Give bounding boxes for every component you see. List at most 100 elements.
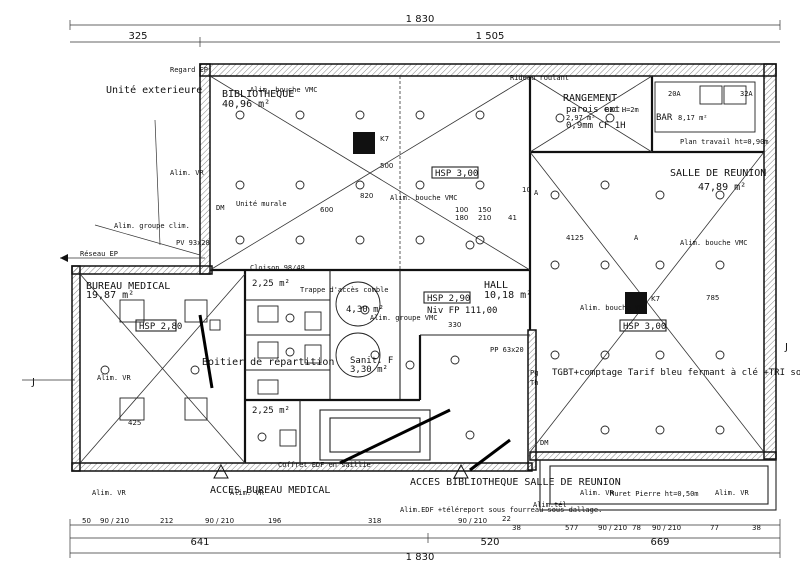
dim-seg-3: 90 / 210 — [205, 517, 234, 525]
dim-top-right: 1 505 — [476, 31, 505, 42]
access-biblio-label: ACCES BIBLIOTHEQUE SALLE DE REUNION — [410, 477, 621, 488]
dim-seg-11: 78 — [632, 524, 641, 532]
room-sanit-f-name: Sanit. F — [350, 356, 393, 366]
room-hall-area: 10,18 m² — [484, 290, 532, 301]
room-bureau-area: 19,87 m² — [86, 290, 134, 301]
svg-text:K7: K7 — [380, 135, 389, 143]
room-reunion-area: 47,89 m² — [698, 182, 746, 193]
internal-dim-11: 10 — [522, 186, 531, 194]
internal-dim-12: 41 — [508, 214, 517, 222]
dim-bottom-total: 1 830 — [406, 552, 435, 563]
dim-seg-4: 196 — [268, 517, 282, 525]
bar-equipment — [654, 81, 756, 133]
dim-seg-9: 577 — [565, 524, 578, 532]
label-alim-tel: Alim.tél — [533, 501, 567, 509]
internal-dim-3: 100 — [455, 206, 468, 214]
label-alim-vmc-1: Alim. bouche VMC — [250, 86, 317, 94]
room-sanit-f-area: 3,30 m² — [350, 365, 388, 375]
dim-top-left: 325 — [128, 31, 147, 42]
dim-bottom-left: 641 — [190, 537, 209, 548]
label-tgbt: TGBT+comptage Tarif bleu fermant à clé +… — [552, 367, 800, 378]
label-th: Th — [530, 379, 538, 387]
dim-seg-13: 77 — [710, 524, 719, 532]
outer-walls — [71, 63, 777, 511]
dim-bottom-middle: 520 — [480, 537, 499, 548]
room-bibliotheque-name: BIBLIOTHEQUE — [222, 89, 294, 100]
bottom-dimensions: 50 90 / 210 212 90 / 210 196 318 90 / 21… — [69, 515, 781, 563]
label-alim-vmc-4: Alim. bouche VMC — [680, 239, 747, 247]
label-alim-vmc-3: Alim. bouche VMC — [580, 304, 647, 312]
label-dm-1: DM — [216, 204, 224, 212]
internal-dim-8: 425 — [128, 419, 141, 427]
label-boitier: Boitier de répartition — [202, 356, 334, 368]
room-rangement-note1: parois ext. — [566, 105, 626, 115]
hsp-hall: HSP 2,90 — [427, 294, 470, 304]
label-pg: Pg — [530, 369, 538, 377]
dim-seg-7: 22 — [502, 515, 511, 523]
room-reunion-name: SALLE DE REUNION — [670, 168, 766, 179]
dim-seg-14: 38 — [752, 524, 761, 532]
label-unite-murale: Unité murale — [236, 200, 287, 208]
hsp-niv: Niv FP 111,00 — [427, 306, 497, 316]
label-rideau: Rideau roulant — [510, 74, 569, 82]
label-a-2: A — [534, 189, 539, 197]
internal-dim-5: 180 — [455, 214, 468, 222]
k7-unit-bibliotheque: K7 — [353, 132, 389, 154]
k7-unit-reunion: K7 — [625, 292, 660, 314]
room-bibliotheque-area: 40,96 m² — [222, 99, 270, 110]
dim-seg-10: 90 / 210 — [598, 524, 627, 532]
dim-seg-1: 90 / 210 — [100, 517, 129, 525]
access-markers — [60, 254, 469, 479]
dim-top-total: 1 830 — [406, 14, 435, 25]
sanitary-fixtures — [119, 281, 381, 447]
label-alim-vr-2: Alim. VR — [97, 374, 132, 382]
label-pp: PP 63x20 — [490, 346, 524, 354]
label-unite-ext: Unité exterieure — [106, 84, 202, 96]
label-breaker-1: 20A — [668, 90, 681, 98]
room-bar-name: BAR — [656, 113, 673, 123]
dim-bottom-right: 669 — [650, 537, 669, 548]
room-wc1-area: 2,25 m² — [252, 279, 290, 289]
room-wc2-area: 2,25 m² — [252, 406, 290, 416]
internal-dim-6: 210 — [478, 214, 491, 222]
room-hall-name: HALL — [484, 280, 508, 291]
room-rangement-area: 2,97 m² — [566, 114, 596, 122]
label-alim-vr-5: Alim. VR — [580, 489, 615, 497]
label-alim-vmc-2: Alim. bouche VMC — [390, 194, 457, 202]
label-muret: Muret Pierre ht=0,50m — [610, 490, 699, 498]
room-rangement-name: RANGEMENT — [563, 93, 617, 104]
label-bec: BEC H=2m — [605, 106, 639, 114]
label-plan-travail: Plan travail ht=0,90m — [680, 138, 769, 146]
internal-dim-7: 330 — [448, 321, 461, 329]
section-marker-left: J — [31, 377, 35, 388]
dim-seg-6: 90 / 210 — [458, 517, 487, 525]
label-alim-vr-1: Alim. VR — [170, 169, 205, 177]
access-bureau-label: ACCES BUREAU MEDICAL — [210, 485, 330, 496]
label-regard-ep: Regard EP — [170, 66, 208, 74]
hsp-bureau: HSP 2,80 — [139, 322, 182, 332]
label-breaker-2: 32A — [740, 90, 753, 98]
label-alim-vr-3: Alim. VR — [92, 489, 127, 497]
hsp-bibliotheque: HSP 3,00 — [435, 169, 478, 179]
interior-walls — [210, 76, 764, 463]
internal-dim-0: 500 — [380, 162, 393, 170]
label-cloison: Cloison 98/48 — [250, 264, 305, 272]
room-wc-pmr-area: 4,30 m² — [346, 305, 384, 315]
light-fixtures — [100, 110, 725, 442]
label-trappe: Trappe d'accès comble — [300, 286, 389, 294]
dim-seg-8: 38 — [512, 524, 521, 532]
internal-dim-10: 4125 — [566, 234, 584, 242]
label-alim-groupe-clim: Alim. groupe clim. — [114, 222, 190, 230]
dim-seg-2: 212 — [160, 517, 173, 525]
label-alim-vr-6: Alim. VR — [715, 489, 750, 497]
internal-dim-1: 600 — [320, 206, 333, 214]
room-rangement-note2: 0,9mm CF 1H — [566, 121, 626, 131]
label-dm-2: DM — [540, 439, 548, 447]
dim-seg-5: 318 — [368, 517, 381, 525]
section-marker-right: J — [784, 342, 788, 353]
label-pv: PV 93x28 — [176, 239, 210, 247]
label-reseau-ep: Réseau EP — [80, 250, 118, 258]
label-alim-edf: Alim.EDF +téléreport sous fourreau sous … — [400, 506, 602, 514]
hsp-reunion: HSP 3,00 — [623, 322, 666, 332]
